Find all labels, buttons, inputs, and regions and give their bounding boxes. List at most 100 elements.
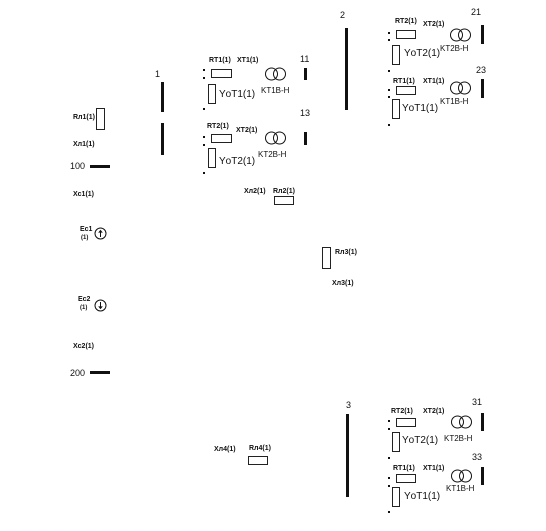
terminal-dot bbox=[388, 89, 390, 91]
terminal-dot bbox=[203, 69, 205, 71]
label-r-l1: Rл1(1) bbox=[73, 114, 95, 121]
label-x-l1: Xл1(1) bbox=[73, 141, 95, 148]
resistor-r2-y-t2[interactable] bbox=[392, 45, 400, 65]
resistor-r-l3[interactable] bbox=[322, 247, 331, 269]
label-r3-k-t1: KT1B-H bbox=[446, 484, 475, 493]
label-r3-y-t2: YоT2(1) bbox=[402, 435, 439, 446]
resistor-r3-r-t1[interactable] bbox=[396, 474, 416, 483]
label-x-l2: Xл2(1) bbox=[244, 188, 266, 195]
transformer-two-circles-icon[interactable] bbox=[450, 469, 474, 483]
node-label-200: 200 bbox=[70, 368, 86, 378]
label-r2-r-t2: RT2(1) bbox=[395, 18, 417, 25]
terminal-dot bbox=[203, 172, 205, 174]
terminal-dot bbox=[388, 32, 390, 34]
label-r3-y-t1: YоT1(1) bbox=[404, 491, 441, 502]
bus-23 bbox=[481, 79, 484, 98]
label-r2-x-t1: XT1(1) bbox=[423, 78, 445, 85]
terminal-dot bbox=[388, 428, 390, 430]
resistor-mid-y-t1[interactable] bbox=[208, 84, 216, 104]
label-r3-x-t2: XT2(1) bbox=[423, 408, 445, 415]
bus-2 bbox=[345, 28, 348, 110]
label-e-c2-sub: (1) bbox=[80, 305, 88, 311]
resistor-r-l2[interactable] bbox=[274, 196, 294, 205]
resistor-mid-r-t1[interactable] bbox=[211, 69, 232, 78]
resistor-r3-y-t1[interactable] bbox=[392, 487, 400, 507]
label-r2-y-t2: YоT2(1) bbox=[404, 48, 441, 59]
resistor-r-l4[interactable] bbox=[248, 456, 268, 465]
label-mid-x-t2: XT2(1) bbox=[236, 127, 258, 134]
node-label-13: 13 bbox=[300, 108, 311, 118]
label-mid-y-t1: YоT1(1) bbox=[219, 89, 256, 100]
transformer-two-circles-icon[interactable] bbox=[449, 81, 473, 95]
transformer-two-circles-icon[interactable] bbox=[264, 131, 288, 145]
terminal-dot bbox=[203, 144, 205, 146]
node-label-2: 2 bbox=[340, 10, 346, 20]
terminal-dot bbox=[388, 96, 390, 98]
label-mid-x-t1: XT1(1) bbox=[237, 57, 259, 64]
resistor-r3-y-t2[interactable] bbox=[392, 432, 400, 452]
resistor-r3-r-t2[interactable] bbox=[396, 418, 416, 427]
bus-21 bbox=[481, 25, 484, 44]
resistor-r2-r-t1[interactable] bbox=[396, 86, 416, 95]
bus-33 bbox=[481, 467, 484, 485]
bus-31 bbox=[481, 413, 484, 431]
label-x-l4: Xл4(1) bbox=[214, 446, 236, 453]
source-arrow-up-icon[interactable] bbox=[94, 227, 107, 240]
terminal-dot bbox=[388, 511, 390, 513]
resistor-r2-r-t2[interactable] bbox=[396, 30, 416, 39]
label-r3-k-t2: KT2B-H bbox=[444, 434, 473, 443]
resistor-mid-r-t2[interactable] bbox=[211, 134, 232, 143]
node-label-100: 100 bbox=[70, 161, 86, 171]
label-r3-x-t1: XT1(1) bbox=[423, 465, 445, 472]
node-label-1: 1 bbox=[155, 69, 161, 79]
bus-11 bbox=[304, 68, 307, 80]
bus-1-lower bbox=[161, 123, 164, 155]
transformer-two-circles-icon[interactable] bbox=[264, 67, 288, 81]
terminal-dot bbox=[388, 477, 390, 479]
bus-13 bbox=[304, 132, 307, 145]
terminal-dot bbox=[388, 420, 390, 422]
transformer-two-circles-icon[interactable] bbox=[450, 415, 474, 429]
label-x-l3: Xл3(1) bbox=[332, 280, 354, 287]
label-mid-k-t2: KT2B-H bbox=[258, 150, 287, 159]
bus-1-upper bbox=[161, 82, 164, 112]
label-r3-r-t2: RT2(1) bbox=[391, 408, 413, 415]
label-r3-r-t1: RT1(1) bbox=[393, 465, 415, 472]
label-r2-k-t1: KT1B-H bbox=[440, 97, 469, 106]
source-arrow-down-icon[interactable] bbox=[94, 299, 107, 312]
label-x-c2: Xc2(1) bbox=[73, 343, 95, 350]
bus-200 bbox=[90, 371, 110, 374]
transformer-two-circles-icon[interactable] bbox=[449, 28, 473, 42]
terminal-dot bbox=[388, 124, 390, 126]
bus-3 bbox=[346, 414, 349, 497]
node-label-3: 3 bbox=[346, 400, 352, 410]
label-r2-y-t1: YоT1(1) bbox=[402, 103, 439, 114]
label-mid-y-t2: YоT2(1) bbox=[219, 156, 256, 167]
label-r2-k-t2: KT2B-H bbox=[440, 44, 469, 53]
terminal-dot bbox=[388, 39, 390, 41]
terminal-dot bbox=[203, 77, 205, 79]
node-label-23: 23 bbox=[476, 65, 487, 75]
label-e-c1-sub: (1) bbox=[81, 235, 89, 241]
node-label-11: 11 bbox=[300, 54, 310, 64]
label-mid-r-t2: RT2(1) bbox=[207, 123, 229, 130]
resistor-r-l1[interactable] bbox=[96, 108, 105, 130]
terminal-dot bbox=[388, 457, 390, 459]
label-mid-r-t1: RT1(1) bbox=[209, 57, 231, 64]
label-x-c1: Xc1(1) bbox=[73, 191, 95, 198]
node-label-33: 33 bbox=[472, 452, 483, 462]
label-e-c1: Ec1 bbox=[80, 226, 93, 233]
label-r-l4: Rл4(1) bbox=[249, 445, 271, 452]
label-r-l2: Rл2(1) bbox=[273, 188, 295, 195]
terminal-dot bbox=[388, 70, 390, 72]
label-r-l3: Rл3(1) bbox=[335, 249, 357, 256]
terminal-dot bbox=[203, 108, 205, 110]
label-r2-r-t1: RT1(1) bbox=[393, 78, 415, 85]
label-r2-x-t2: XT2(1) bbox=[423, 21, 445, 28]
label-e-c2: Ec2 bbox=[78, 296, 91, 303]
resistor-mid-y-t2[interactable] bbox=[208, 148, 216, 168]
resistor-r2-y-t1[interactable] bbox=[392, 99, 400, 119]
node-label-31: 31 bbox=[472, 397, 483, 407]
bus-100 bbox=[90, 165, 110, 168]
terminal-dot bbox=[388, 485, 390, 487]
